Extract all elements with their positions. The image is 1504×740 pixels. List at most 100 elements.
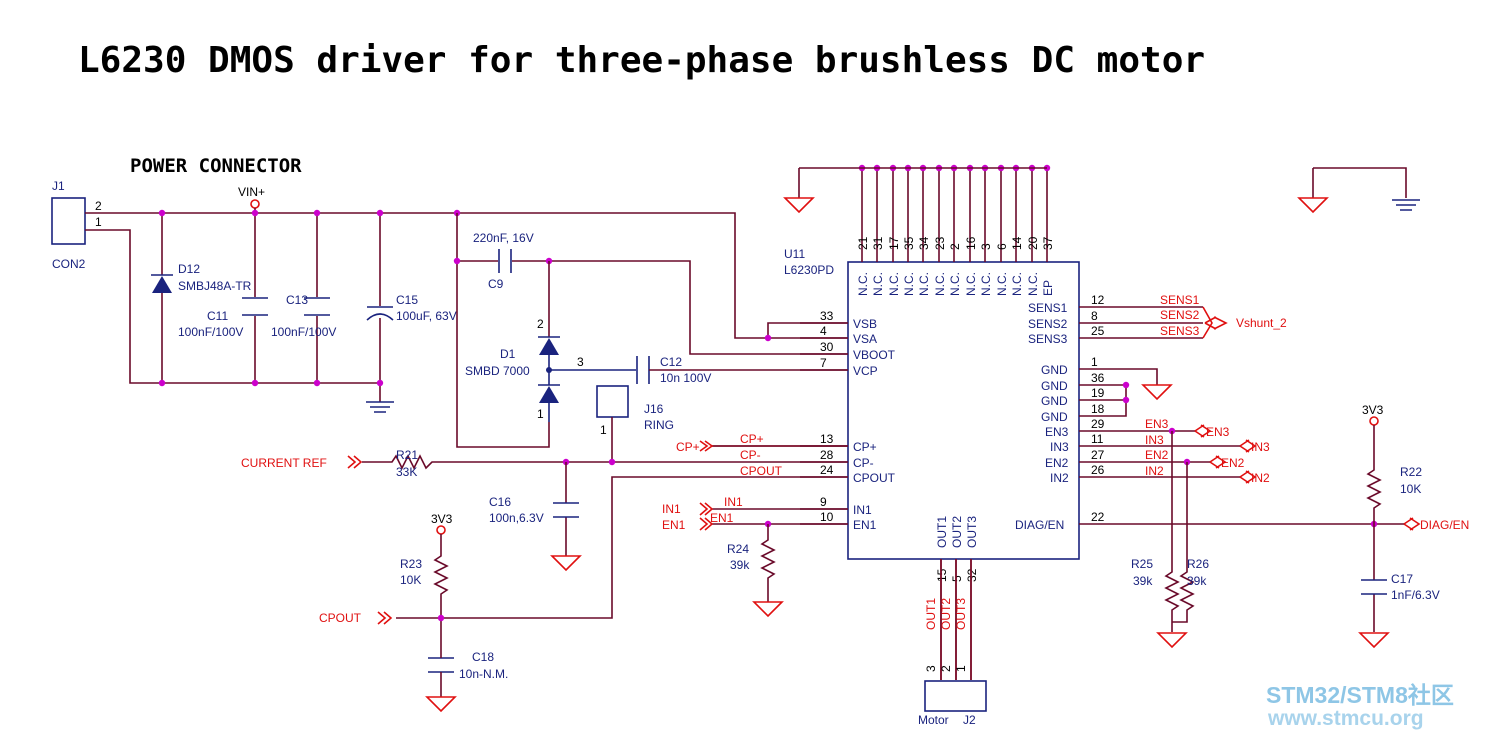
svg-text:1: 1: [537, 407, 544, 421]
cp-plus-port-icon: [699, 440, 714, 452]
in1-port-icon: [699, 502, 714, 516]
svg-text:IN2: IN2: [1251, 471, 1270, 485]
ic-top-pin-number: 14: [1010, 236, 1024, 250]
en3-port-icon: [1194, 424, 1212, 438]
ic-right-pin-number: 8: [1091, 309, 1098, 323]
ic-left-pin-name: CP+: [853, 440, 877, 454]
ic-top-pin-number: 16: [964, 236, 978, 250]
svg-text:1: 1: [954, 665, 968, 672]
svg-text:C9: C9: [488, 277, 504, 291]
ic-top-pin-number: 17: [887, 236, 901, 250]
svg-text:R25: R25: [1131, 557, 1153, 571]
ic-top-pin-name: N.C.: [1026, 272, 1040, 296]
ground-icon: [783, 197, 815, 214]
ic-left-pin-name: VBOOT: [853, 348, 896, 362]
ic-right-pin-name: SENS2: [1028, 317, 1068, 331]
svg-text:J2: J2: [963, 713, 976, 727]
ic-bottom-pin-number: 15: [935, 568, 949, 582]
j1-type: CON2: [52, 257, 86, 271]
ic-left-pin-number: 9: [820, 495, 827, 509]
svg-text:39k: 39k: [730, 558, 750, 572]
ic-top-pin-number: 23: [933, 236, 947, 250]
svg-text:EN1: EN1: [710, 511, 734, 525]
capacitor-c16: C16 100n,6.3V: [489, 462, 582, 572]
svg-text:33K: 33K: [396, 465, 417, 479]
power-connector-heading: POWER CONNECTOR: [130, 155, 302, 177]
svg-text:100uF, 63V: 100uF, 63V: [396, 309, 457, 323]
ic-top-pin-number: 20: [1026, 236, 1040, 250]
ic-right-pin-name: GND: [1041, 363, 1068, 377]
svg-text:SENS2: SENS2: [1160, 308, 1200, 322]
ic-right-pin-number: 27: [1091, 448, 1105, 462]
ic-right-pin-name: EN2: [1045, 456, 1069, 470]
svg-text:CPOUT: CPOUT: [740, 464, 783, 478]
ic-top-pin-name: N.C.: [995, 272, 1009, 296]
ic-left-pin-name: VCP: [853, 364, 878, 378]
ic-left-pin-number: 13: [820, 432, 834, 446]
ic-right-pin-number: 22: [1091, 510, 1105, 524]
ic-bottom-pin-name: OUT1: [935, 516, 949, 548]
svg-text:IN1: IN1: [724, 495, 743, 509]
ground-icon: [1141, 384, 1173, 401]
capacitor-c15: C15 100uF, 63V: [366, 213, 457, 402]
connector-j2: Motor J2 3 2 1: [918, 665, 987, 727]
svg-text:CP+: CP+: [676, 440, 700, 454]
resistor-r21: R21 33K: [362, 448, 848, 479]
ic-top-pin-name: N.C.: [1010, 272, 1024, 296]
ground-icon: [550, 555, 582, 572]
svg-text:EN2: EN2: [1221, 456, 1245, 470]
svg-text:3: 3: [577, 355, 584, 369]
svg-text:C11: C11: [207, 309, 228, 323]
svg-text:39k: 39k: [1133, 574, 1153, 588]
svg-text:R23: R23: [400, 557, 422, 571]
earth-ground-icon: [1392, 199, 1420, 211]
ground-icon: [1358, 632, 1390, 649]
svg-text:C15: C15: [396, 293, 418, 307]
svg-text:www.stmcu.org: www.stmcu.org: [1267, 707, 1424, 730]
svg-text:10n-N.M.: 10n-N.M.: [459, 667, 508, 681]
ic-top-pin-number: 3: [979, 243, 993, 250]
ic-part: L6230PD: [784, 263, 834, 277]
svg-text:OUT1: OUT1: [924, 598, 938, 630]
svg-text:SENS3: SENS3: [1160, 324, 1200, 338]
svg-text:100nF/100V: 100nF/100V: [178, 325, 243, 339]
svg-text:3V3: 3V3: [431, 512, 453, 526]
ic-right-pin-name: GND: [1041, 379, 1068, 393]
ic-bottom-pin-name: OUT2: [950, 516, 964, 548]
ic-right-pin-name: DIAG/EN: [1015, 518, 1064, 532]
svg-text:R26: R26: [1187, 557, 1209, 571]
ic-u11: U11 L6230PD 21N.C.31N.C.17N.C.35N.C.34N.…: [784, 164, 1105, 582]
svg-text:10n 100V: 10n 100V: [660, 371, 711, 385]
ic-top-pin-number: 34: [917, 236, 931, 250]
in3-port-icon: [1239, 439, 1257, 453]
ic-top-pin-name: N.C.: [917, 272, 931, 296]
svg-text:C16: C16: [489, 495, 511, 509]
cpout-port-icon: [377, 611, 393, 625]
watermark: STM32/STM8社区 www.stmcu.org: [1266, 682, 1454, 730]
ic-left-pin-number: 7: [820, 356, 827, 370]
svg-text:R22: R22: [1400, 465, 1422, 479]
svg-text:Vshunt_2: Vshunt_2: [1236, 316, 1287, 330]
ic-ref: U11: [784, 247, 805, 261]
svg-text:10K: 10K: [1400, 482, 1421, 496]
diag-en-port-icon: [1403, 517, 1421, 531]
vin-label: VIN+: [238, 185, 265, 199]
ic-bottom-pin-number: 5: [950, 575, 964, 582]
svg-text:C13: C13: [286, 293, 308, 307]
ic-right-pin-name: SENS1: [1028, 301, 1068, 315]
svg-text:1: 1: [600, 423, 607, 437]
ic-top-pin-number: 6: [995, 243, 1009, 250]
svg-text:SENS1: SENS1: [1160, 293, 1200, 307]
svg-text:DIAG/EN: DIAG/EN: [1420, 518, 1469, 532]
svg-text:1nF/6.3V: 1nF/6.3V: [1391, 588, 1440, 602]
capacitor-c18: C18 10n-N.M.: [425, 650, 508, 713]
ic-top-pin-name: N.C.: [948, 272, 962, 296]
resistor-r23: 3V3 R23 10K: [400, 512, 453, 650]
svg-text:3V3: 3V3: [1362, 403, 1384, 417]
svg-text:EN2: EN2: [1145, 448, 1169, 462]
ic-top-pin-number: 37: [1041, 236, 1055, 250]
resistor-r24: R24 39k: [727, 524, 784, 618]
ic-right-pin-number: 25: [1091, 324, 1105, 338]
svg-text:D1: D1: [500, 347, 516, 361]
page-title: L6230 DMOS driver for three-phase brushl…: [78, 40, 1205, 81]
